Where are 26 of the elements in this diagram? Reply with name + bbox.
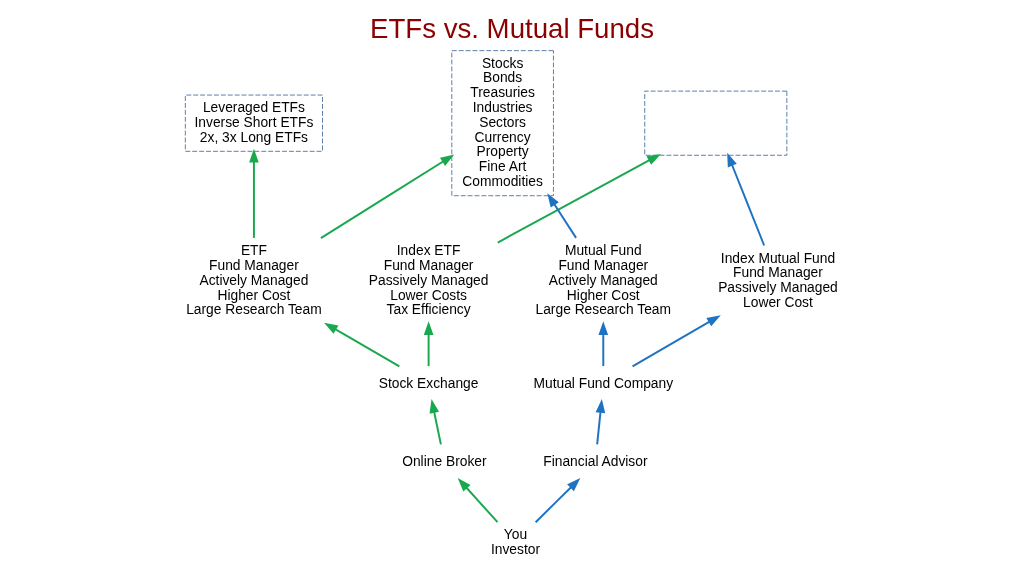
node-box: Stocks Bonds Treasuries Industries Sectors Currency Property Fine Art Commodities xyxy=(451,50,554,197)
arrow xyxy=(429,399,442,446)
node-text: Mutual Fund Company xyxy=(533,374,674,391)
arrow xyxy=(496,153,661,244)
diagram-title: ETFs vs. Mutual Funds xyxy=(369,13,655,45)
arrow xyxy=(457,477,499,524)
node-text: Online Broker xyxy=(402,452,487,469)
arrow xyxy=(324,322,401,368)
node-text: Index ETF Fund Manager Passively Managed Lower Costs Tax Efficiency xyxy=(368,242,489,318)
node-text: ETF Fund Manager Actively Managed Higher Cost Large Research Team xyxy=(186,242,322,318)
arrow xyxy=(727,152,766,247)
node-text: Index Mutual Fund Fund Manager Passively Managed Lower Cost xyxy=(718,249,838,310)
node-text: Financial Advisor xyxy=(543,452,648,469)
node-text: Stock Exchange xyxy=(378,374,479,391)
arrow xyxy=(534,478,581,524)
node-box: Leveraged ETFs Inverse Short ETFs 2x, 3x Long ETFs xyxy=(184,94,323,152)
arrow xyxy=(595,399,606,446)
arrow xyxy=(631,315,721,368)
arrow xyxy=(547,193,578,239)
node-text: You Investor xyxy=(490,526,540,558)
arrow xyxy=(249,148,259,239)
arrow xyxy=(598,321,609,368)
arrow xyxy=(423,321,434,368)
node-box xyxy=(644,90,788,156)
node-text: Mutual Fund Fund Manager Actively Managed Higher Cost Large Research Team xyxy=(535,242,672,318)
arrow xyxy=(319,154,455,240)
